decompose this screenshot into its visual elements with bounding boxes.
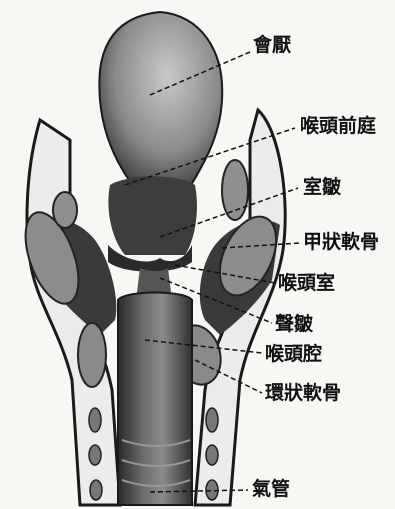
right-upper-blob [222, 160, 248, 220]
label-vocal-fold: 聲皺 [275, 315, 313, 334]
left-ring-1 [89, 408, 101, 432]
right-ring-1 [206, 408, 218, 432]
left-cricoid-blob [78, 323, 106, 387]
label-epiglottis: 會厭 [253, 36, 291, 55]
label-cricoid-cartilage: 環狀軟骨 [265, 384, 341, 403]
left-ring-3 [90, 480, 102, 500]
left-ring-2 [89, 445, 101, 465]
label-laryngeal-cavity: 喉頭腔 [265, 345, 322, 364]
label-laryngeal-vestibule: 喉頭前庭 [300, 117, 376, 136]
right-ring-2 [206, 445, 218, 465]
label-trachea: 氣管 [252, 480, 290, 499]
trachea-shape [118, 293, 192, 506]
vestibule-shape [108, 176, 197, 255]
label-laryngeal-ventricle: 喉頭室 [278, 274, 335, 293]
epiglottis-shape [99, 12, 222, 195]
left-upper-blob [53, 192, 77, 228]
label-thyroid-cartilage: 甲狀軟骨 [303, 233, 379, 252]
label-ventricular-fold: 室皺 [303, 178, 341, 197]
